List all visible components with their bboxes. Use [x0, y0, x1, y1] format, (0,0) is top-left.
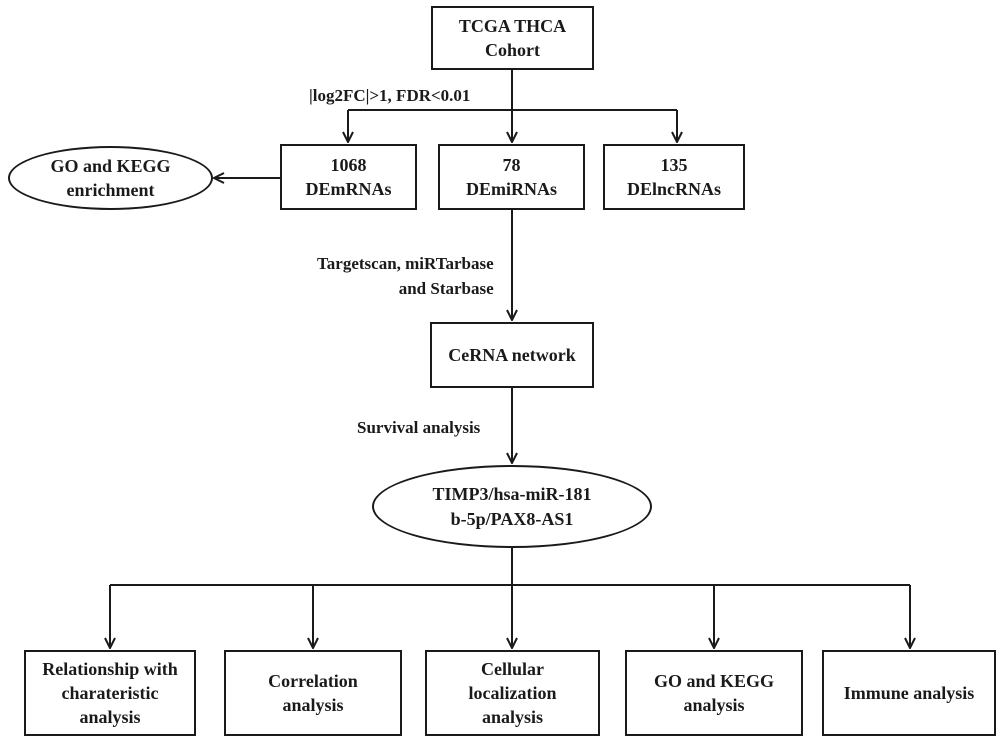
- delncrnas-label: DElncRNAs: [626, 179, 721, 199]
- relationship-line3: analysis: [79, 707, 141, 728]
- go-kegg-enrichment-line2: enrichment: [66, 180, 155, 200]
- cohort-line1: TCGA THCA: [458, 15, 567, 36]
- relationship-line1: Relationship with: [42, 658, 178, 679]
- axis-line2: b-5p/PAX8-AS1: [450, 508, 574, 529]
- localization-line1: Cellular: [481, 658, 544, 679]
- demrnas-count: 1068: [330, 154, 367, 175]
- demirnas-box: 78 DEmiRNAs: [438, 144, 585, 210]
- tcga-thca-cohort-box: TCGA THCA Cohort: [431, 6, 594, 70]
- correlation-analysis-box: Correlation analysis: [224, 650, 402, 736]
- demrnas-box: 1068 DEmRNAs: [280, 144, 417, 210]
- go-kegg-analysis-line2: analysis: [683, 695, 745, 715]
- localization-line2: localization: [468, 682, 557, 703]
- cohort-line2: Cohort: [485, 40, 540, 60]
- go-kegg-analysis-box: GO and KEGG analysis: [625, 650, 803, 736]
- demirnas-count: 78: [502, 154, 521, 175]
- survival-analysis-label: Survival analysis: [357, 418, 481, 437]
- relationship-analysis-box: Relationship with charateristic analysis: [24, 650, 196, 736]
- demirnas-label: DEmiRNAs: [465, 179, 557, 199]
- go-kegg-enrichment-line1: GO and KEGG: [50, 155, 171, 176]
- go-kegg-enrichment-ellipse: GO and KEGG enrichment: [8, 146, 213, 210]
- relationship-line2: charateristic: [61, 682, 159, 703]
- databases-label-line2: and Starbase: [398, 278, 494, 298]
- cerna-network-box: CeRNA network: [430, 322, 594, 388]
- databases-label: Targetscan, miRTarbase and Starbase: [317, 252, 494, 301]
- immune-analysis-box: Immune analysis: [822, 650, 996, 736]
- databases-label-line1: Targetscan, miRTarbase: [317, 254, 494, 273]
- cellular-localization-box: Cellular localization analysis: [425, 650, 600, 736]
- threshold-label: |log2FC|>1, FDR<0.01: [309, 86, 471, 105]
- correlation-line1: Correlation: [268, 670, 358, 691]
- immune-analysis-label: Immune analysis: [843, 682, 975, 703]
- axis-line1: TIMP3/hsa-miR-181: [432, 484, 592, 505]
- cerna-network-label: CeRNA network: [448, 344, 576, 365]
- go-kegg-analysis-line1: GO and KEGG: [653, 670, 775, 691]
- demrnas-label: DEmRNAs: [305, 179, 392, 199]
- delncrnas-box: 135 DElncRNAs: [603, 144, 745, 210]
- localization-line3: analysis: [481, 707, 544, 728]
- delncrnas-count: 135: [660, 154, 688, 175]
- timp3-axis-ellipse: TIMP3/hsa-miR-181 b-5p/PAX8-AS1: [372, 465, 652, 548]
- correlation-line2: analysis: [282, 695, 344, 715]
